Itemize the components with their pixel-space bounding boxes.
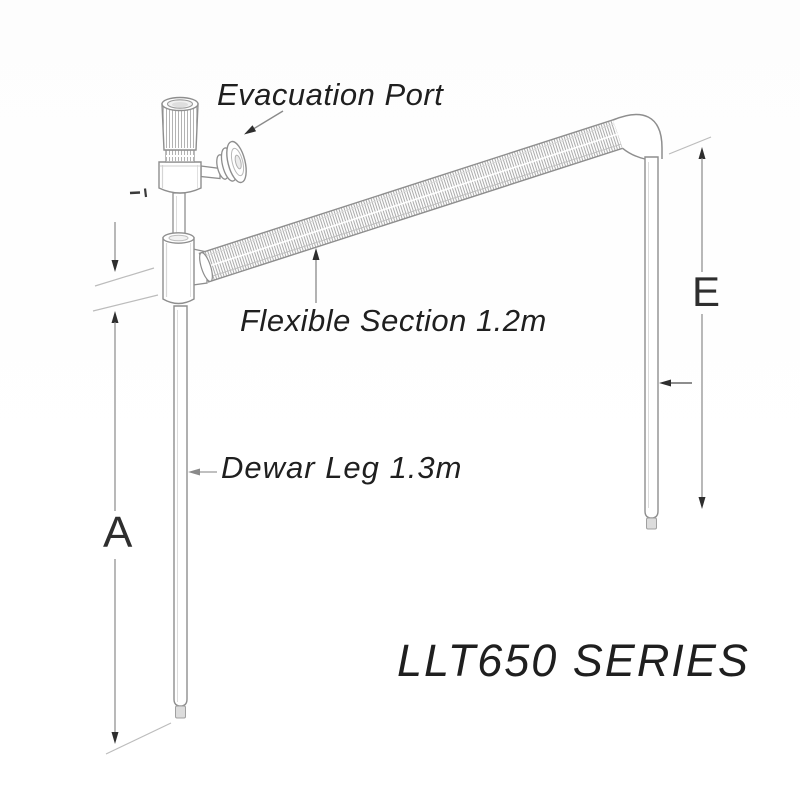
return-leg-tube — [644, 156, 659, 530]
flexible-section-label: Flexible Section 1.2m — [240, 303, 547, 338]
series-title: LLT650 SERIES — [397, 635, 750, 686]
evacuation-valve — [129, 96, 247, 198]
dewar-leg-arrow — [188, 468, 217, 476]
dewar-leg-tube — [173, 305, 188, 719]
evacuation-port-flange — [216, 140, 247, 184]
flexible-section-arrow — [312, 248, 320, 303]
valve-to-tee-tube — [172, 192, 186, 239]
dewar-leg-label: Dewar Leg 1.3m — [221, 450, 463, 485]
tee-junction — [162, 232, 208, 305]
dimension-e-lines — [659, 136, 712, 509]
flexible-hose — [198, 118, 626, 283]
dimension-e-label: E — [692, 268, 721, 315]
evacuation-port-arrow — [244, 110, 284, 135]
elbow-fitting — [612, 113, 663, 160]
evacuation-port-label: Evacuation Port — [217, 77, 444, 112]
dimension-a-label: A — [103, 508, 133, 557]
dimension-a-lines — [92, 222, 172, 755]
